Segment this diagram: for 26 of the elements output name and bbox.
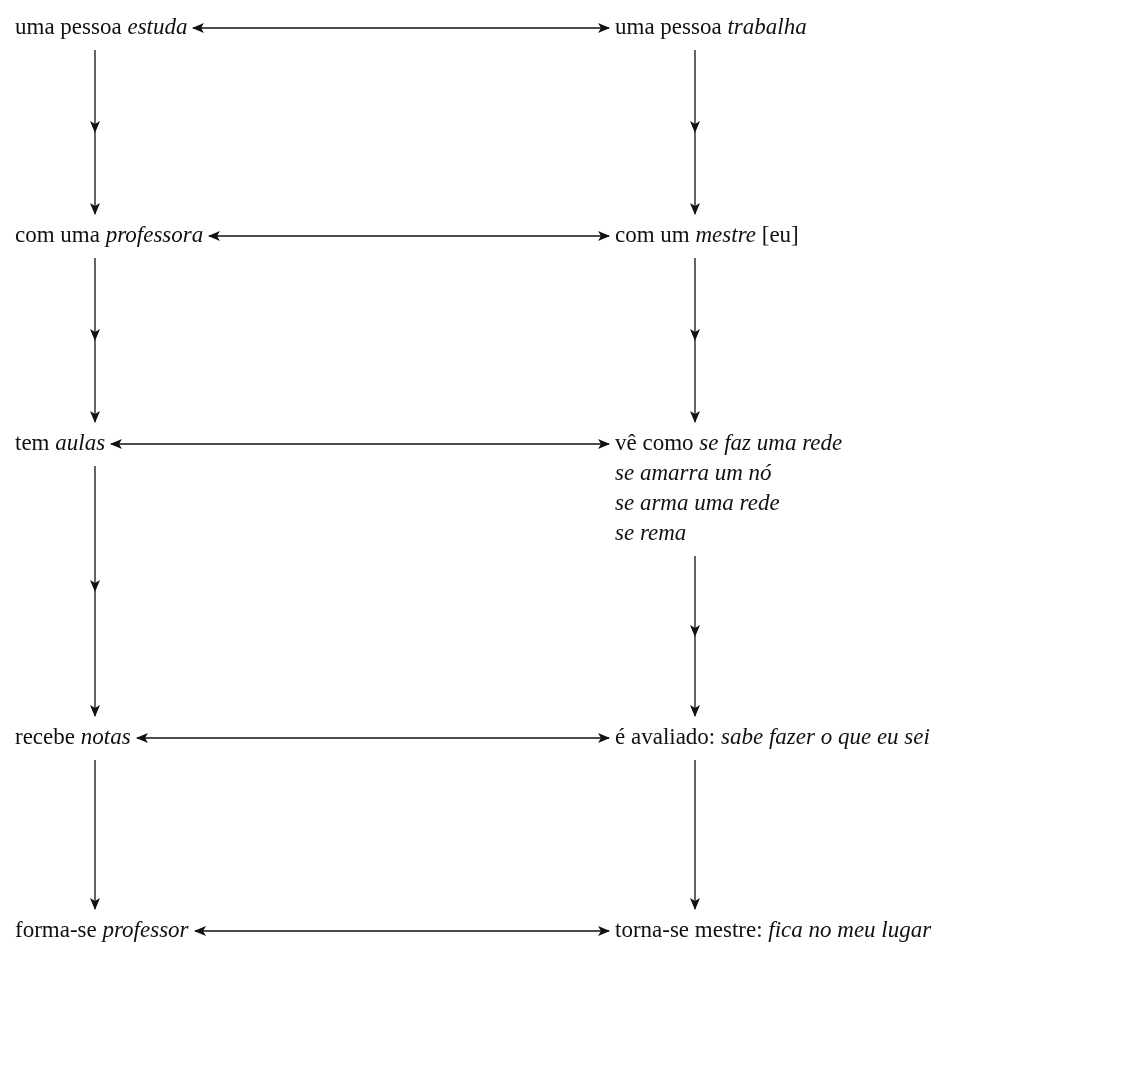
arrow (690, 759, 700, 910)
node-text: recebe notas (15, 723, 131, 751)
node-text: se rema (615, 519, 687, 547)
node-text: se amarra um nó (615, 459, 772, 487)
node-text: vê como se faz uma rede (615, 429, 843, 457)
arrow (90, 465, 100, 717)
node-text: é avaliado: sabe fazer o que eu sei (615, 723, 930, 751)
node-text: uma pessoa estuda (15, 13, 188, 41)
node-text: forma-se professor (15, 916, 189, 944)
node-text: com uma professora (15, 221, 204, 249)
node-text: se arma uma rede (615, 489, 780, 517)
arrow (90, 257, 100, 423)
arrow (110, 439, 610, 449)
arrow (208, 231, 610, 241)
node-text: com um mestre [eu] (615, 221, 799, 249)
arrow (690, 257, 700, 423)
arrow (90, 49, 100, 215)
arrow (690, 49, 700, 215)
node-text: tem aulas (15, 429, 106, 457)
arrow (192, 23, 610, 33)
arrow (90, 759, 100, 910)
arrow (194, 926, 610, 936)
node-text: torna-se mestre: fica no meu lugar (615, 916, 932, 944)
arrow (690, 555, 700, 717)
node-text: uma pessoa trabalha (615, 13, 807, 41)
arrow (136, 733, 610, 743)
